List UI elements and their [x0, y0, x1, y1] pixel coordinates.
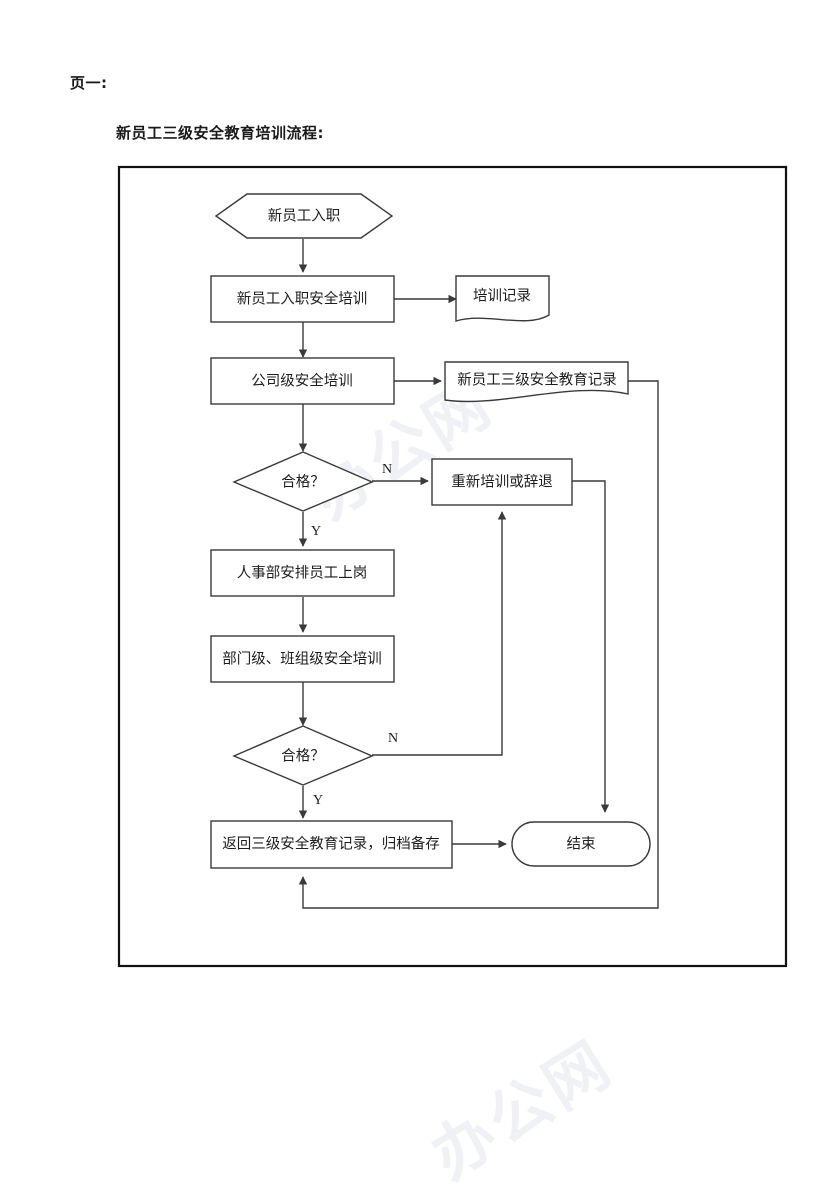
node-induction[interactable]: 新员工入职安全培训	[210, 275, 395, 323]
node-check-2-label: 合格？	[281, 747, 325, 764]
node-retrain-label: 重新培训或辞退	[451, 473, 553, 490]
node-induction-label: 新员工入职安全培训	[237, 289, 368, 307]
flowchart-frame	[117, 165, 788, 968]
node-retrain[interactable]: 重新培训或辞退	[431, 458, 573, 506]
node-end-label: 结束	[567, 835, 596, 852]
node-archive-label: 返回三级安全教育记录，归档备存	[222, 834, 440, 852]
node-check-2[interactable]: 合格？	[232, 725, 374, 786]
node-dept-team-training-label: 部门级、班组级安全培训	[222, 649, 382, 667]
node-start[interactable]: 新员工入职	[214, 193, 394, 239]
node-company-training-label: 公司级安全培训	[251, 371, 353, 389]
edge-check2-no-to-retrain	[372, 511, 507, 756]
branch-label-check2-no: N	[388, 731, 398, 746]
page-title: 新员工三级安全教育培训流程:	[116, 124, 324, 142]
node-archive[interactable]: 返回三级安全教育记录，归档备存	[210, 820, 453, 869]
node-training-record-label: 培训记录	[473, 287, 531, 304]
watermark-2: 办公网	[418, 1026, 626, 1194]
node-threelevel-record-label: 新员工三级安全教育记录	[457, 370, 617, 388]
node-company-training[interactable]: 公司级安全培训	[210, 357, 395, 405]
node-dept-team-training[interactable]: 部门级、班组级安全培训	[210, 635, 395, 683]
branch-label-check2-yes: Y	[313, 793, 323, 808]
node-end[interactable]: 结束	[511, 821, 651, 867]
node-start-label: 新员工入职	[268, 207, 341, 224]
node-hr-assign[interactable]: 人事部安排员工上岗	[210, 549, 395, 597]
branch-label-check1-yes: Y	[311, 524, 321, 539]
page-label: 页一:	[70, 74, 108, 92]
edge-retrain-to-end	[572, 480, 610, 813]
watermark-1: 办公网	[298, 366, 506, 534]
node-training-record[interactable]: 培训记录	[455, 275, 550, 322]
node-hr-assign-label: 人事部安排员工上岗	[237, 564, 368, 581]
